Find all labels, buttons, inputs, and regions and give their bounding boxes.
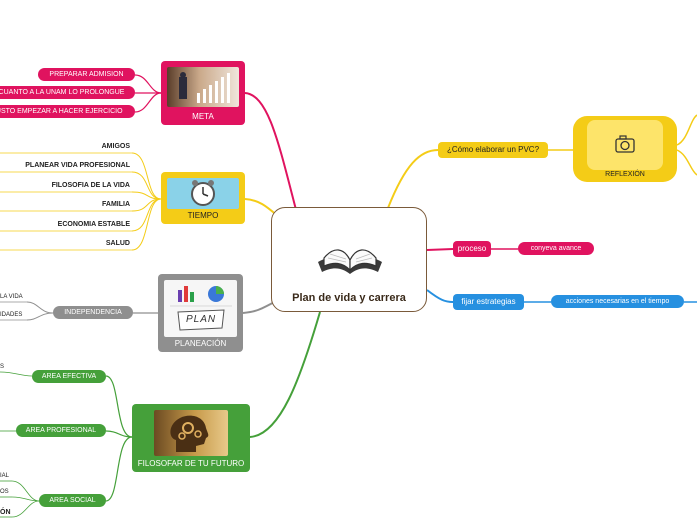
- filosofar-image: [154, 410, 228, 456]
- conyeva-avance-node[interactable]: conyeva avance: [518, 242, 594, 255]
- proceso-node[interactable]: proceso: [453, 241, 491, 257]
- tiempo-item[interactable]: SALUD: [105, 240, 130, 247]
- planeacion-leaf[interactable]: IDADES: [0, 312, 23, 318]
- planeacion-image: PLAN: [164, 280, 237, 337]
- head-gears-icon: [170, 415, 209, 452]
- planeacion-leaf[interactable]: LA VIDA: [0, 294, 23, 300]
- central-title: Plan de vida y carrera: [292, 292, 406, 304]
- filosofar-label: FILOSOFAR DE TU FUTURO: [137, 459, 245, 468]
- open-book-icon: [318, 249, 382, 274]
- reflexion-image: [587, 120, 663, 170]
- meta-card[interactable]: META: [161, 61, 245, 125]
- alarm-clock-icon: [191, 180, 215, 206]
- fijar-estrategias-node[interactable]: fijar estrategias: [453, 294, 524, 310]
- filosofar-card[interactable]: FILOSOFAR DE TU FUTURO: [132, 404, 250, 472]
- filosofar-leaf[interactable]: IAL: [0, 473, 10, 479]
- area-efectiva-node[interactable]: AREA EFECTIVA: [32, 370, 106, 383]
- filosofar-leaf[interactable]: S: [0, 364, 5, 370]
- filosofar-leaf[interactable]: OS: [0, 489, 9, 495]
- area-social-node[interactable]: AREA SOCIAL: [39, 494, 106, 507]
- tiempo-label: TIEMPO: [187, 211, 219, 220]
- central-topic[interactable]: Plan de vida y carrera: [271, 207, 427, 312]
- tiempo-card[interactable]: TIEMPO: [161, 172, 245, 224]
- tiempo-item[interactable]: FILOSOFIA DE LA VIDA: [51, 182, 130, 189]
- planeacion-label: PLANEACIÓN: [174, 339, 227, 348]
- tiempo-item[interactable]: FAMILIA: [102, 201, 130, 208]
- tiempo-item[interactable]: PLANEAR VIDA PROFESIONAL: [25, 162, 130, 169]
- meta-item[interactable]: CUANTO A LA UNAM LO PROLONGUE: [0, 86, 135, 99]
- meta-image: [167, 67, 239, 107]
- tiempo-image: [167, 178, 239, 209]
- planeacion-card[interactable]: PLAN PLANEACIÓN: [158, 274, 243, 352]
- acciones-node[interactable]: acciones necesarias en el tiempo: [551, 295, 684, 308]
- area-profesional-node[interactable]: AREA PROFESIONAL: [16, 424, 106, 437]
- progress-bars-icon: [179, 72, 230, 103]
- independencia-node[interactable]: INDEPENDENCIA: [53, 306, 133, 319]
- tiempo-item[interactable]: ECONOMIA ESTABLE: [57, 221, 130, 228]
- camera-icon: [615, 135, 635, 153]
- reflexion-label: REFLEXIÓN: [605, 171, 645, 178]
- question-node[interactable]: ¿Cómo elaborar un PVC?: [438, 142, 548, 158]
- tiempo-item[interactable]: AMIGOS: [101, 143, 130, 150]
- meta-label: META: [192, 112, 214, 121]
- meta-item[interactable]: PREPARAR ADMISION: [38, 68, 135, 81]
- chart-sketch-icon: [170, 286, 232, 331]
- reflexion-card[interactable]: REFLEXIÓN: [573, 116, 677, 182]
- meta-item[interactable]: GUSTO EMPEZAR A HACER EJERCICIO: [0, 105, 135, 118]
- plan-text: PLAN: [186, 314, 217, 325]
- filosofar-leaf[interactable]: ÓN: [0, 509, 11, 516]
